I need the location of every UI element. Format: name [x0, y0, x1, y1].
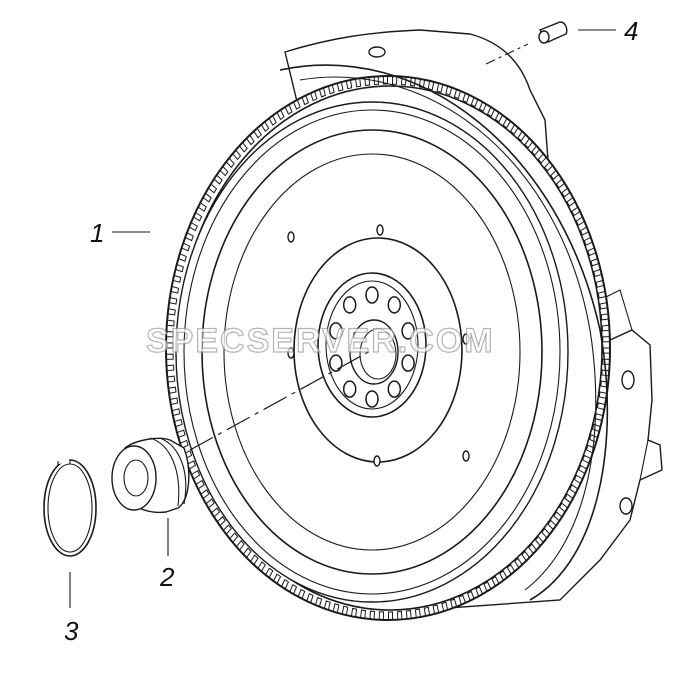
hub-bolt-hole	[342, 296, 357, 314]
face-hole	[373, 455, 381, 467]
face-hole	[287, 347, 295, 359]
hub-bolt-hole	[365, 286, 379, 304]
bushing-part	[111, 437, 190, 514]
hub-bolt-hole	[387, 296, 402, 314]
watermark-text: SPECSERVER.COM	[146, 322, 495, 360]
hub-bolt-hole	[401, 322, 415, 340]
callout-3: 3	[64, 616, 79, 646]
center-bore	[349, 319, 399, 385]
pin-part	[538, 21, 568, 44]
hub-bolt-hole	[387, 380, 402, 398]
hub-bolt-hole	[342, 380, 357, 398]
flange-bolt-hole	[621, 370, 635, 390]
hub-bolt-hole	[401, 354, 415, 372]
flange-bolt-hole	[619, 497, 633, 515]
hub-bolt-hole	[365, 390, 379, 408]
callout-2: 2	[159, 562, 175, 592]
assembly-axis	[189, 349, 373, 451]
hub-bolt-hole	[329, 354, 343, 372]
callout-4: 4	[624, 16, 638, 46]
flange-bolt-hole	[368, 46, 386, 58]
leader-line-pin-axis	[485, 43, 529, 65]
callout-1: 1	[90, 218, 104, 248]
hub-bolt-circle	[329, 286, 415, 408]
leader-lines	[69, 29, 616, 608]
face-hole	[462, 450, 470, 462]
hub-bolt-hole	[329, 322, 343, 340]
face-hole	[462, 333, 470, 345]
retaining-ring-part	[43, 458, 97, 557]
face-hole	[376, 224, 384, 236]
face-hole	[287, 231, 295, 243]
flywheel-hub	[317, 272, 427, 418]
